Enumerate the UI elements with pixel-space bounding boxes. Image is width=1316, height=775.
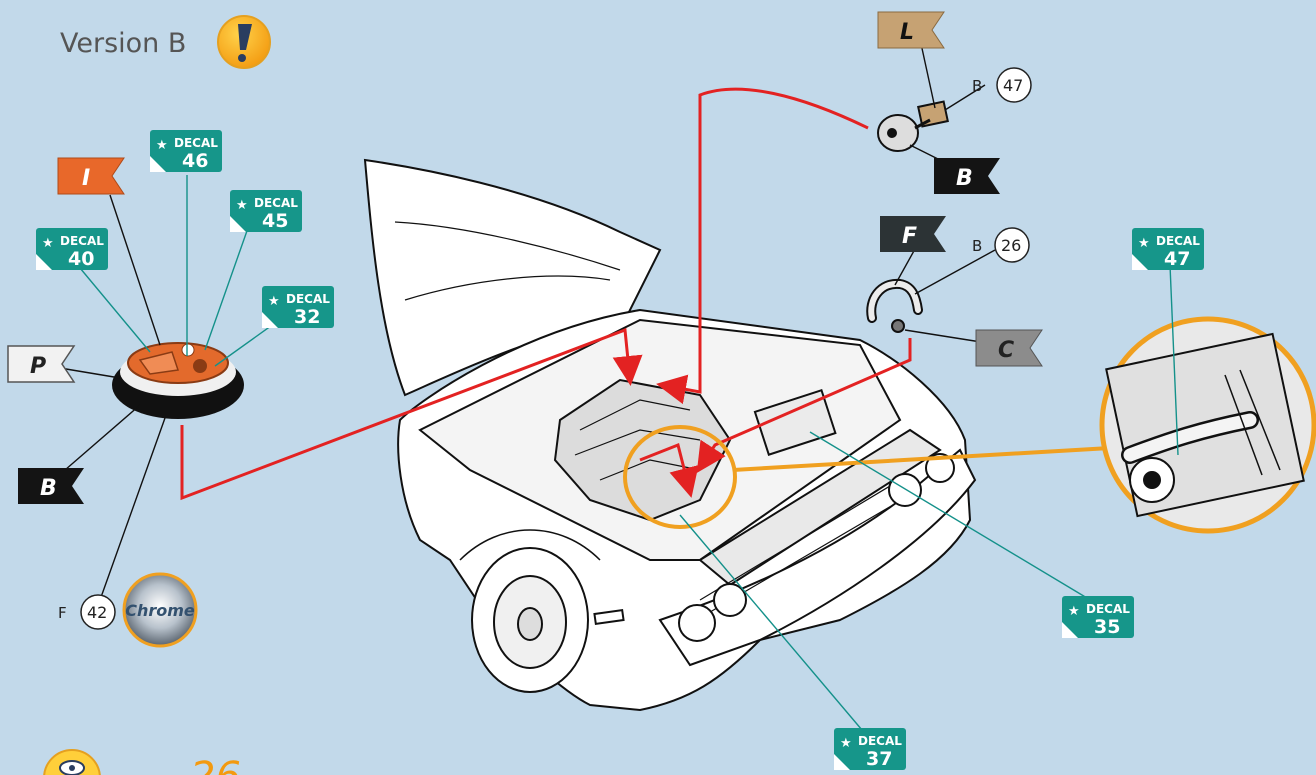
- color-flag-F: F: [880, 216, 946, 252]
- part-ref-B47-prefix: B: [972, 77, 982, 95]
- color-flag-L: L: [878, 12, 944, 48]
- color-flag-B-right: B: [934, 158, 1000, 194]
- part-ref-B26: B 26: [972, 228, 1029, 262]
- decal-badge-32: ★ DECAL 32: [262, 286, 334, 328]
- decal-32-word: DECAL: [286, 292, 330, 306]
- decal-40-word: DECAL: [60, 234, 104, 248]
- flag-B-right-letter: B: [956, 166, 973, 191]
- chrome-finish-badge: Chrome: [124, 574, 196, 646]
- decal-badge-35: ★ DECAL 35: [1062, 596, 1134, 638]
- color-flag-P: P: [8, 346, 74, 382]
- decal-47-number: 47: [1164, 248, 1190, 270]
- decal-46-number: 46: [182, 150, 208, 172]
- svg-text:★: ★: [268, 294, 280, 309]
- part-ref-B47-number: 47: [1003, 76, 1023, 95]
- part-ref-B26-prefix: B: [972, 237, 982, 255]
- svg-text:★: ★: [42, 236, 54, 251]
- svg-text:★: ★: [1138, 236, 1150, 251]
- decal-35-word: DECAL: [1086, 602, 1130, 616]
- svg-text:★: ★: [236, 198, 248, 213]
- decal-45-number: 45: [262, 210, 288, 232]
- decal-35-number: 35: [1094, 616, 1120, 638]
- decal-badge-46: ★ DECAL 46: [150, 130, 222, 172]
- flag-I-letter: I: [82, 166, 90, 191]
- decal-badge-47: ★ DECAL 47: [1132, 228, 1204, 270]
- color-flag-I: I: [58, 158, 124, 194]
- flag-L-letter: L: [900, 20, 914, 45]
- svg-text:★: ★: [1068, 604, 1080, 619]
- decal-37-number: 37: [866, 748, 892, 770]
- exclamation-icon: [218, 16, 270, 68]
- decal-badge-37: ★ DECAL 37: [834, 728, 906, 770]
- pcv-valve-part: [878, 102, 948, 151]
- flag-B-left-letter: B: [40, 476, 57, 501]
- color-flag-C: C: [976, 330, 1042, 366]
- hose-bracket-part: [871, 284, 918, 332]
- part-ref-F42-number: 42: [87, 603, 107, 622]
- flag-F-letter: F: [902, 224, 917, 249]
- svg-text:★: ★: [156, 138, 168, 153]
- flag-C-letter: C: [998, 338, 1014, 363]
- part-ref-B26-number: 26: [1001, 236, 1021, 255]
- footer-number: 26: [190, 754, 241, 775]
- color-flag-B-left: B: [18, 468, 84, 504]
- part-ref-F42-prefix: F: [58, 604, 67, 622]
- decal-45-word: DECAL: [254, 196, 298, 210]
- part-ref-B47: B 47: [972, 68, 1031, 102]
- decal-46-word: DECAL: [174, 136, 218, 150]
- eye-icon: [44, 750, 100, 775]
- decal-32-number: 32: [294, 306, 320, 328]
- decal-37-word: DECAL: [858, 734, 902, 748]
- footer-step: 26: [44, 750, 241, 775]
- version-header: Version B: [60, 16, 270, 68]
- part-ref-F42: F 42: [58, 595, 115, 629]
- decal-40-number: 40: [68, 248, 94, 270]
- air-cleaner-part: [112, 343, 244, 419]
- decal-47-word: DECAL: [1156, 234, 1200, 248]
- chrome-label: Chrome: [125, 601, 195, 620]
- decal-badge-40: ★ DECAL 40: [36, 228, 108, 270]
- decal-badge-45: ★ DECAL 45: [230, 190, 302, 232]
- svg-text:★: ★: [840, 736, 852, 751]
- version-label: Version B: [60, 28, 186, 59]
- flag-P-letter: P: [30, 354, 46, 379]
